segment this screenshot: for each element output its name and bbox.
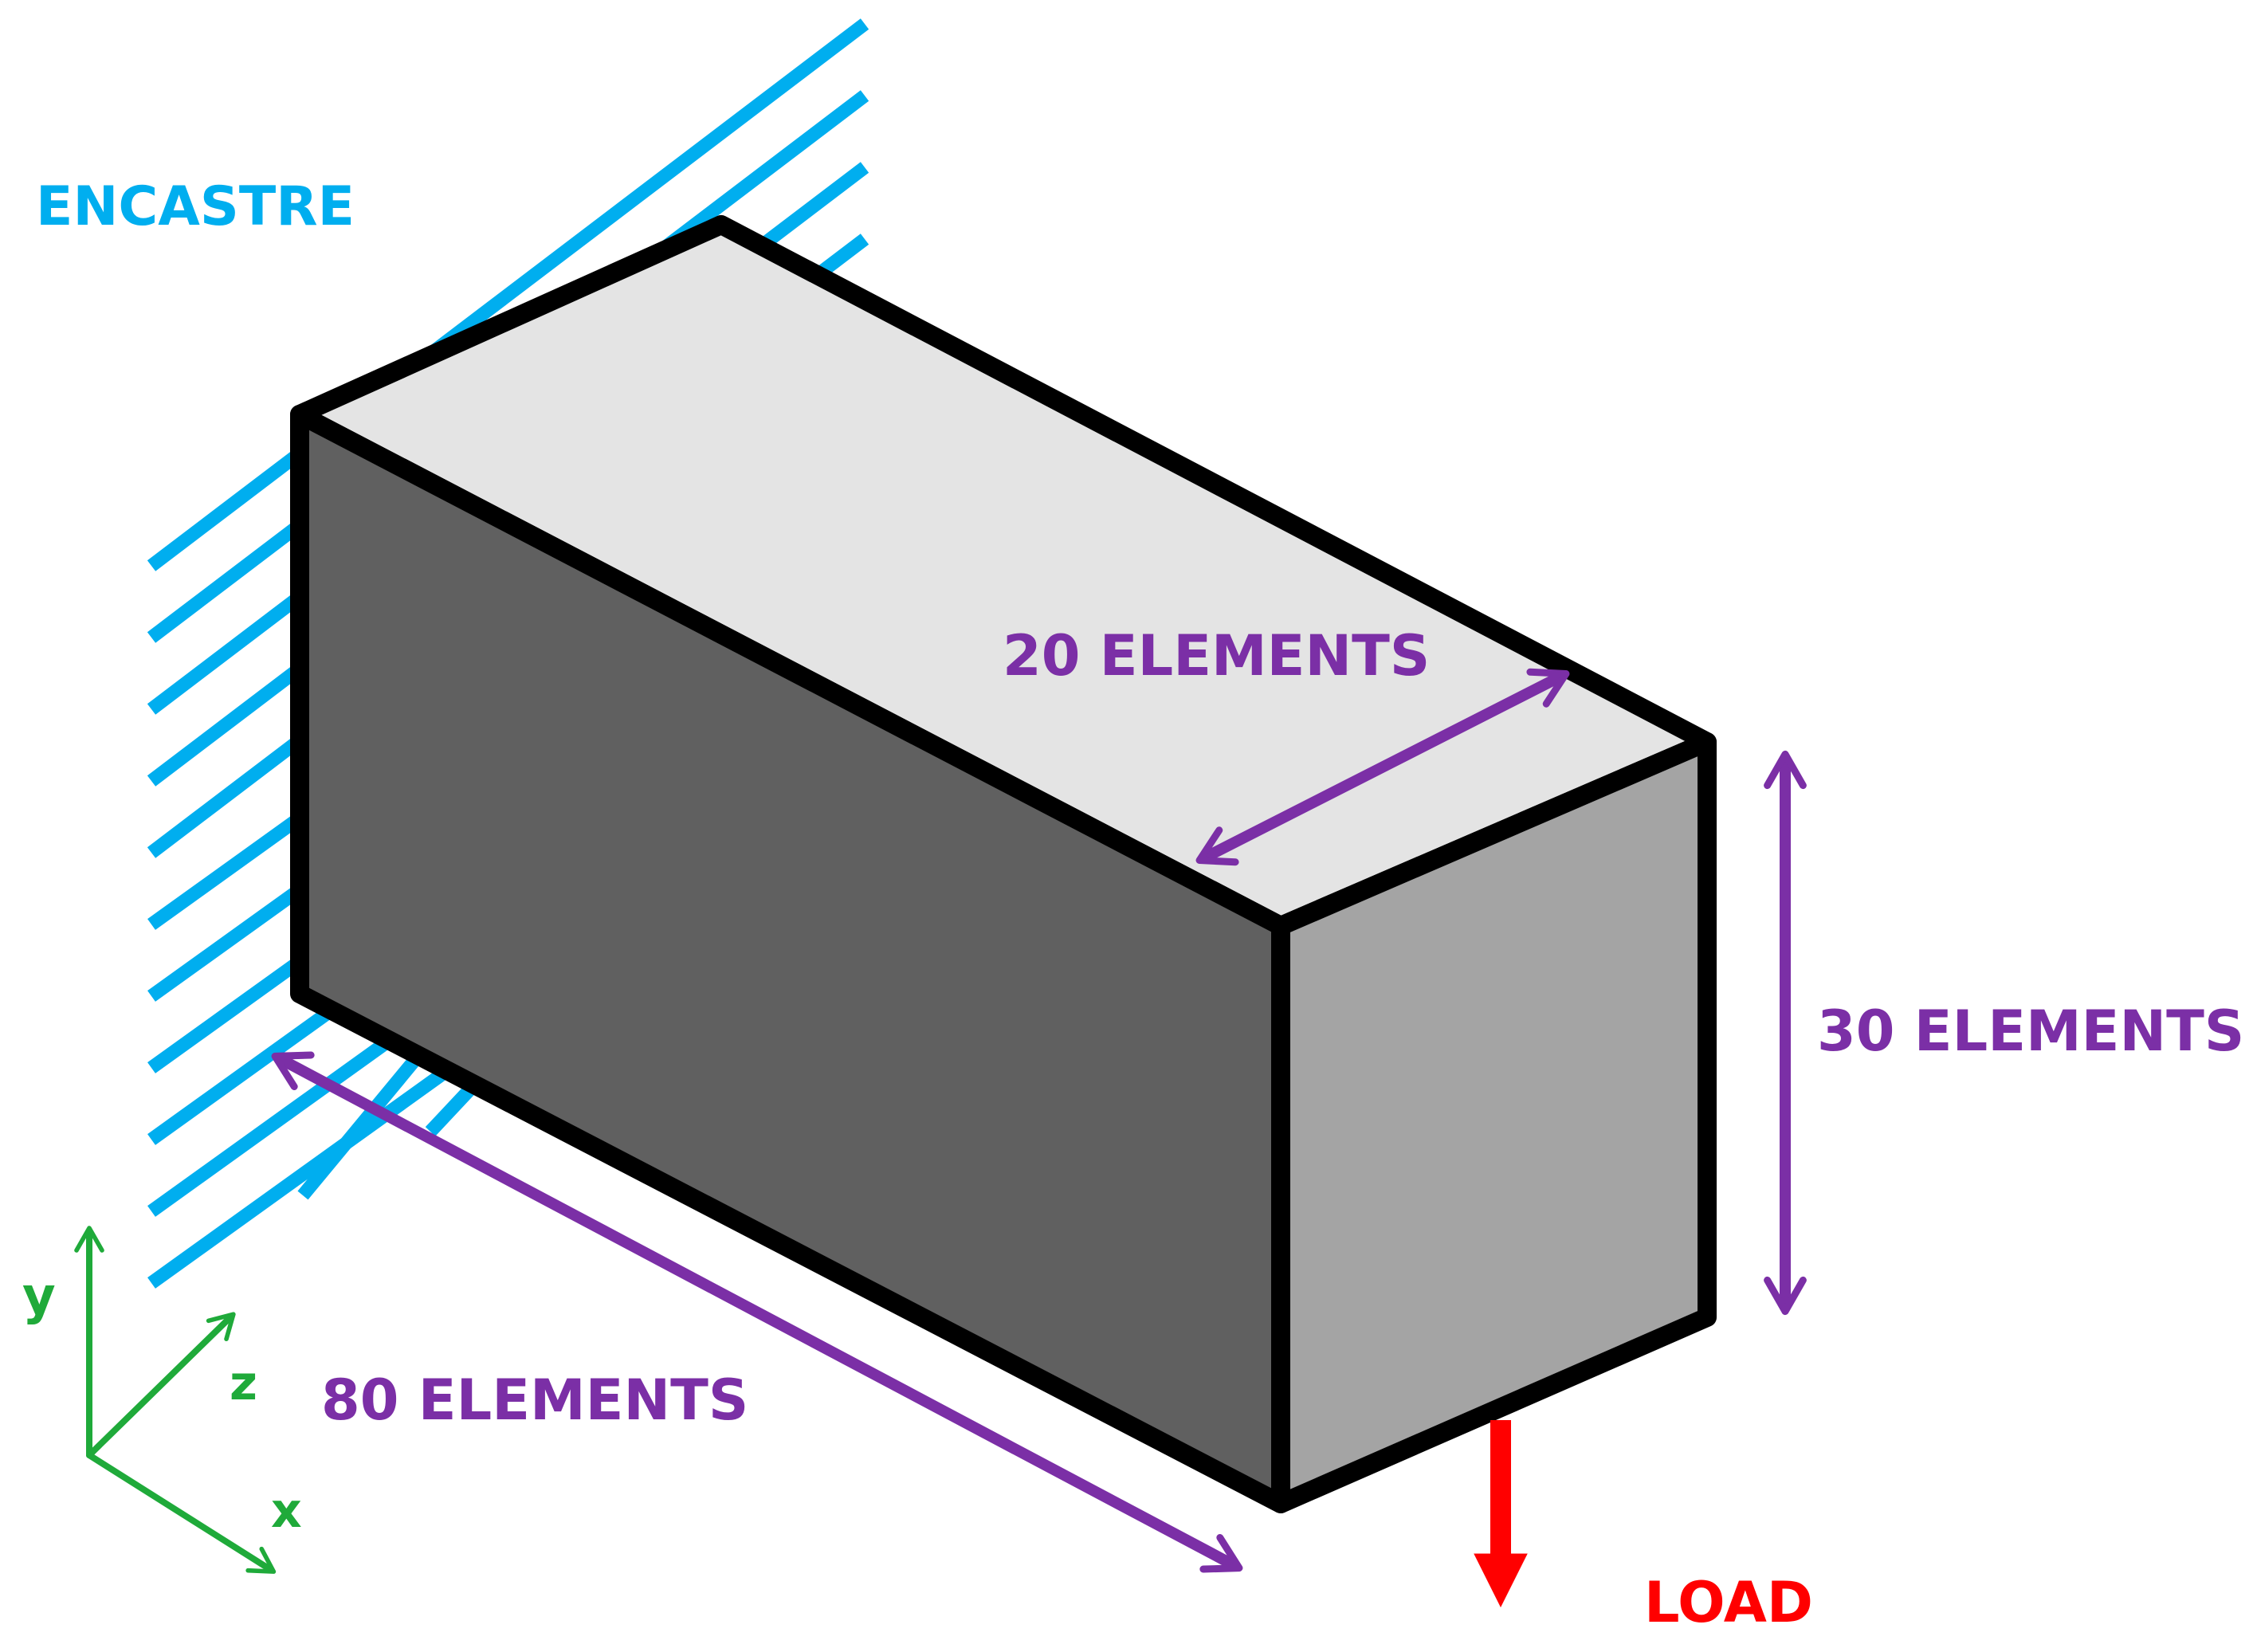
load-label: LOAD (1644, 1570, 1813, 1635)
length-dimension-arrow (271, 1051, 1243, 1573)
coordinate-axes (74, 1226, 277, 1574)
x-axis-arrow (86, 1452, 277, 1574)
hatch-line (147, 18, 869, 571)
z-axis-arrow (86, 1312, 236, 1458)
width-dimension-arrow (1195, 668, 1570, 866)
x-axis-label: x (271, 1483, 302, 1539)
width-dimension-label: 20 ELEMENTS (1003, 623, 1430, 689)
encastre-label: ENCASTRE (36, 175, 355, 238)
length-dimension-label: 80 ELEMENTS (321, 1368, 748, 1433)
beam-block (290, 215, 1717, 1513)
z-axis-label: z (230, 1356, 257, 1411)
y-axis-label: y (22, 1267, 56, 1326)
dimension-arrows (271, 668, 1807, 1573)
height-dimension-label: 30 ELEMENTS (1817, 999, 2244, 1064)
